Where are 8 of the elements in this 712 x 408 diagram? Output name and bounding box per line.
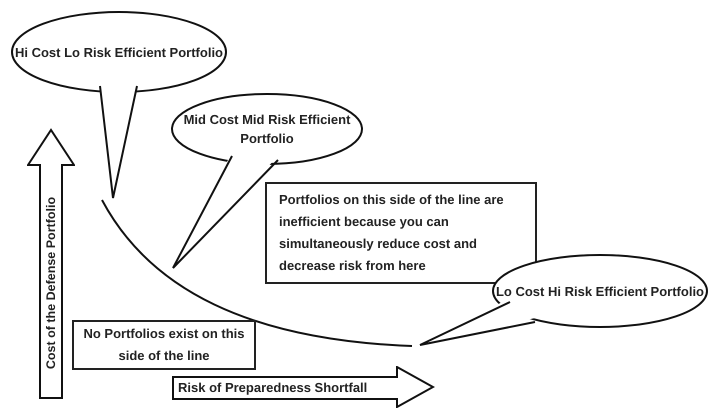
- label-text: No Portfolios exist on this side of the line: [82, 325, 246, 365]
- label-text: Lo Cost Hi Risk Efficient Portfolio: [496, 282, 704, 300]
- text-box: [72, 320, 256, 370]
- label-text: Portfolios on this side of the line are inefficient because you can simultaneously reduce cost and decrease risk from here: [279, 191, 505, 275]
- label-text: Hi Cost Lo Risk Efficient Portfolio: [14, 44, 223, 62]
- label-text: Cost of the Defense Portfolio: [42, 196, 59, 370]
- label-text: Mid Cost Mid Risk Efficient Portfolio: [182, 111, 352, 148]
- label-text: Risk of Preparedness Shortfall: [178, 379, 368, 398]
